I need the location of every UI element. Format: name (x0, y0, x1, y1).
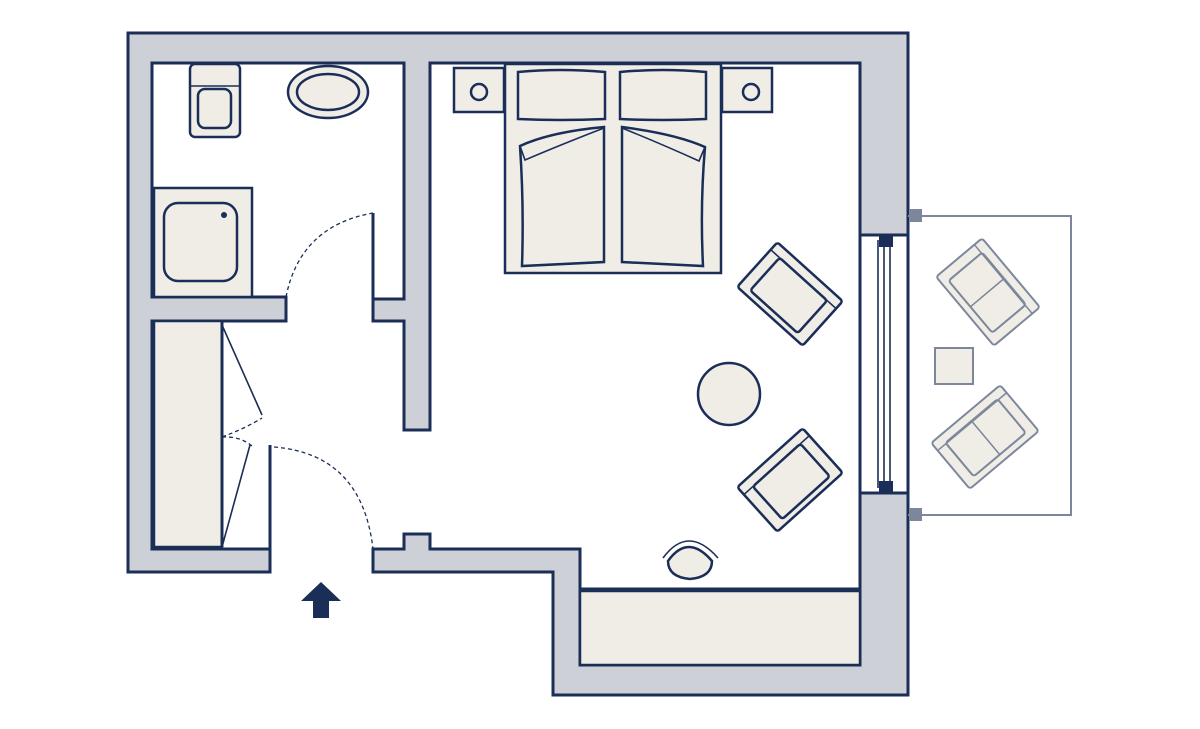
round-table (696, 361, 762, 427)
desk-chair (662, 540, 719, 581)
desk (578, 589, 862, 667)
balcony-window (858, 233, 910, 495)
entrance-arrow-icon (301, 582, 341, 618)
balcony-chair-bottom (931, 385, 1039, 489)
balcony-chair-top (936, 238, 1040, 346)
shower (152, 186, 254, 299)
bathroom (152, 62, 370, 299)
balcony (908, 209, 1072, 521)
bathroom-door (285, 212, 375, 299)
entrance-door (273, 446, 374, 550)
double-bed (503, 62, 723, 275)
washbasin (286, 64, 370, 120)
wardrobe (152, 319, 272, 549)
toilet (188, 62, 242, 139)
balcony-table (934, 347, 974, 385)
nightstand-left (452, 66, 506, 114)
armchair-bottom (737, 428, 843, 532)
nightstand-right (720, 66, 774, 114)
armchair-top (737, 242, 843, 346)
